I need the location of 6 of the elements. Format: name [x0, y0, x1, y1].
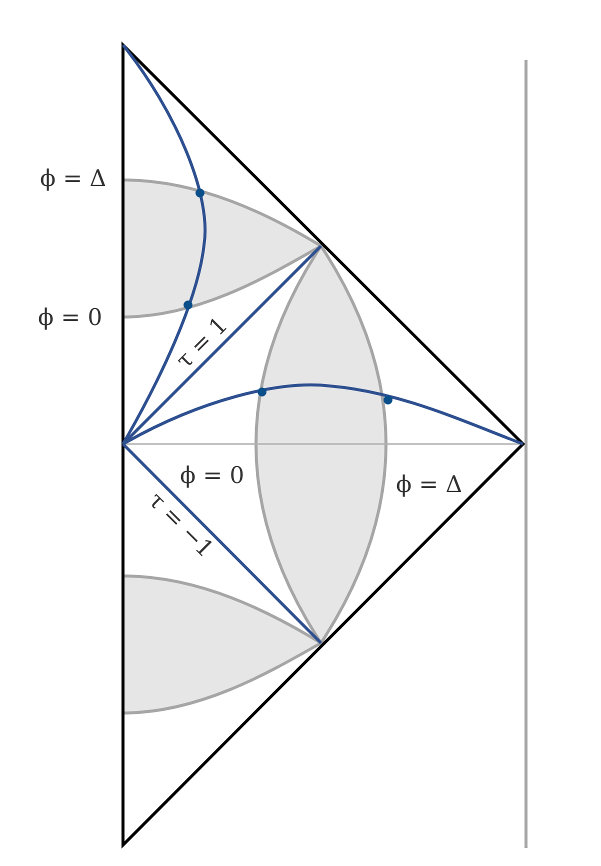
math-label: ϕ = Δ — [396, 474, 462, 497]
math-label: ϕ = 0 — [38, 307, 102, 330]
math-label: τ = 1 — [172, 314, 232, 374]
math-label: τ = −1 — [144, 488, 217, 562]
math-label: ϕ = Δ — [40, 168, 106, 191]
math-label: ϕ = 0 — [180, 465, 244, 488]
